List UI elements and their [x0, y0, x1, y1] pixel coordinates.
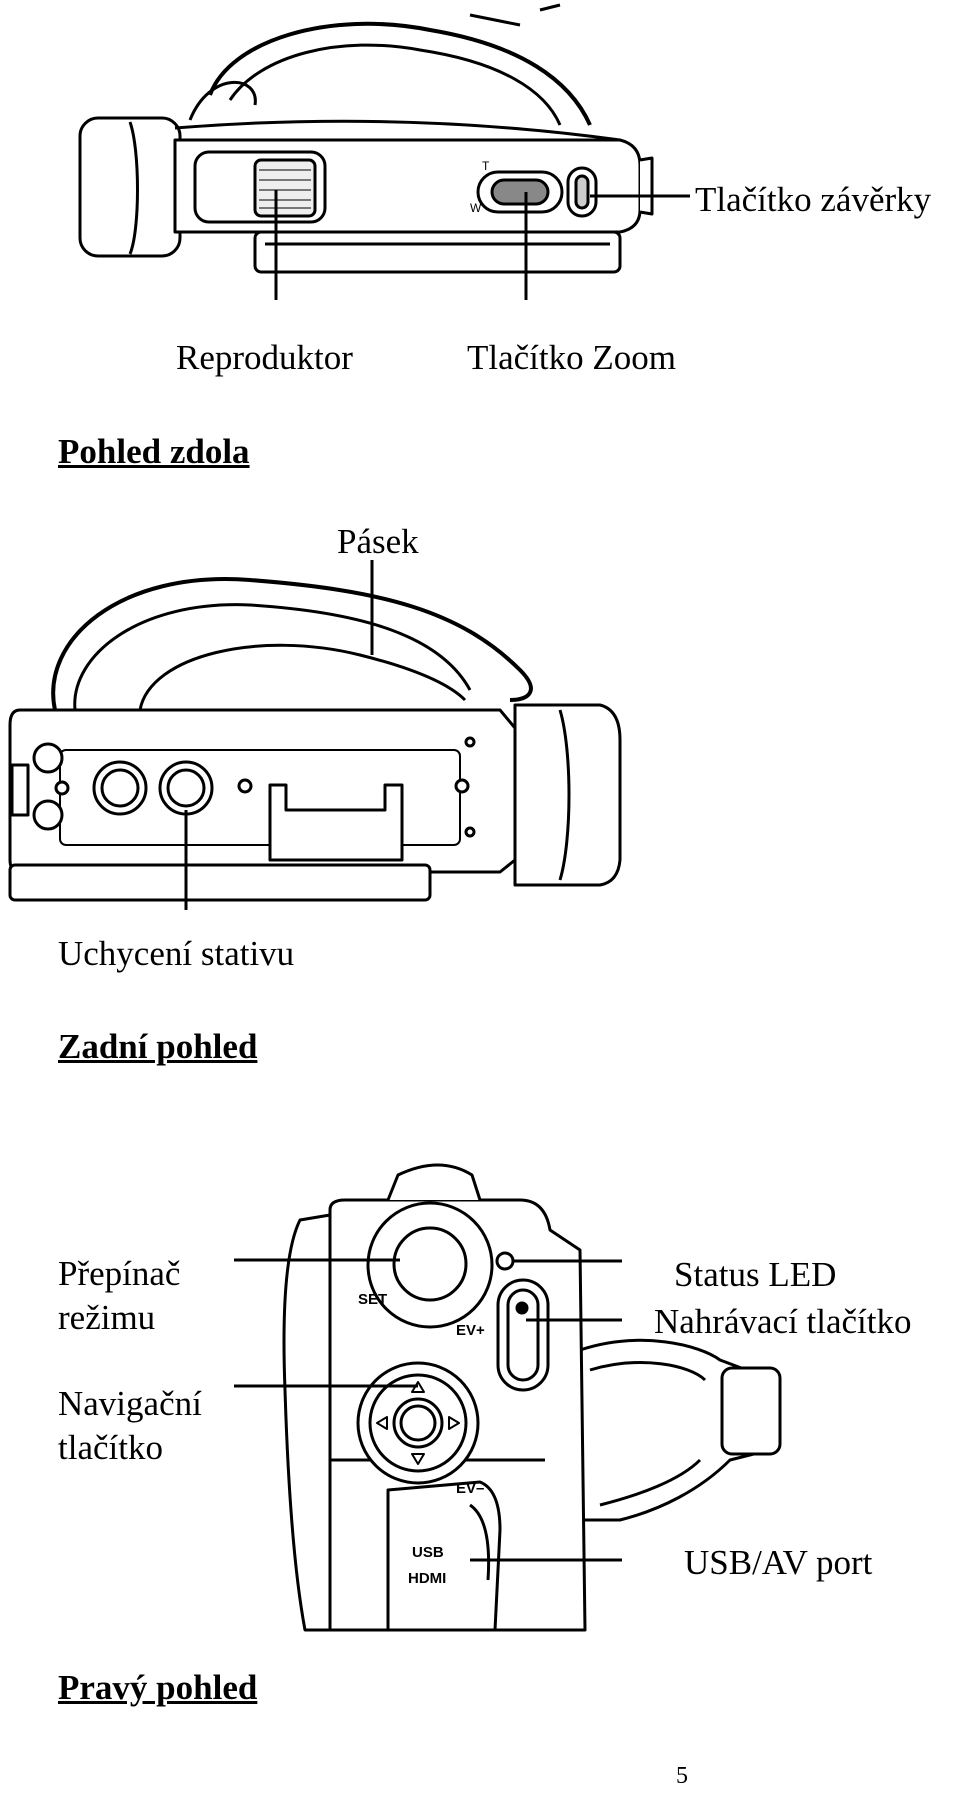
- hdmi-mark: HDMI: [408, 1570, 446, 1587]
- ev-minus-mark: EV–: [456, 1480, 484, 1497]
- mode-switch-label-line1: Přepínač: [58, 1254, 181, 1293]
- record-button-label: Nahrávací tlačítko: [654, 1302, 912, 1341]
- bottom-view-illustration: [8, 560, 622, 910]
- ev-plus-mark: EV+: [456, 1322, 485, 1339]
- mode-switch-label: Přepínač režimu: [58, 1252, 180, 1340]
- tripod-mount-label: Uchycení stativu: [58, 934, 295, 973]
- status-led-label: Status LED: [674, 1255, 837, 1294]
- top-view-illustration: T W: [78, 3, 690, 300]
- tele-mark: T: [482, 159, 490, 173]
- navigation-button-label: Navigační tlačítko: [58, 1382, 202, 1470]
- navigation-button-label-line2: tlačítko: [58, 1428, 163, 1467]
- usb-av-port-label: USB/AV port: [684, 1543, 873, 1582]
- mode-switch-label-line2: režimu: [58, 1298, 156, 1337]
- right-view-illustration: SET EV+ EV– USB HDMI: [234, 1163, 782, 1632]
- shutter-button-label: Tlačítko závěrky: [695, 180, 932, 219]
- zoom-button-label: Tlačítko Zoom: [467, 338, 676, 377]
- rear-view-heading: Zadní pohled: [58, 1027, 258, 1066]
- right-view-heading: Pravý pohled: [58, 1668, 258, 1707]
- usb-mark: USB: [412, 1544, 444, 1561]
- page-number: 5: [676, 1763, 688, 1789]
- set-mark: SET: [358, 1291, 387, 1308]
- strap-label: Pásek: [337, 522, 419, 561]
- speaker-label: Reproduktor: [176, 338, 353, 377]
- bottom-view-heading: Pohled zdola: [58, 432, 250, 471]
- navigation-button-label-line1: Navigační: [58, 1384, 202, 1423]
- wide-mark: W: [470, 201, 482, 215]
